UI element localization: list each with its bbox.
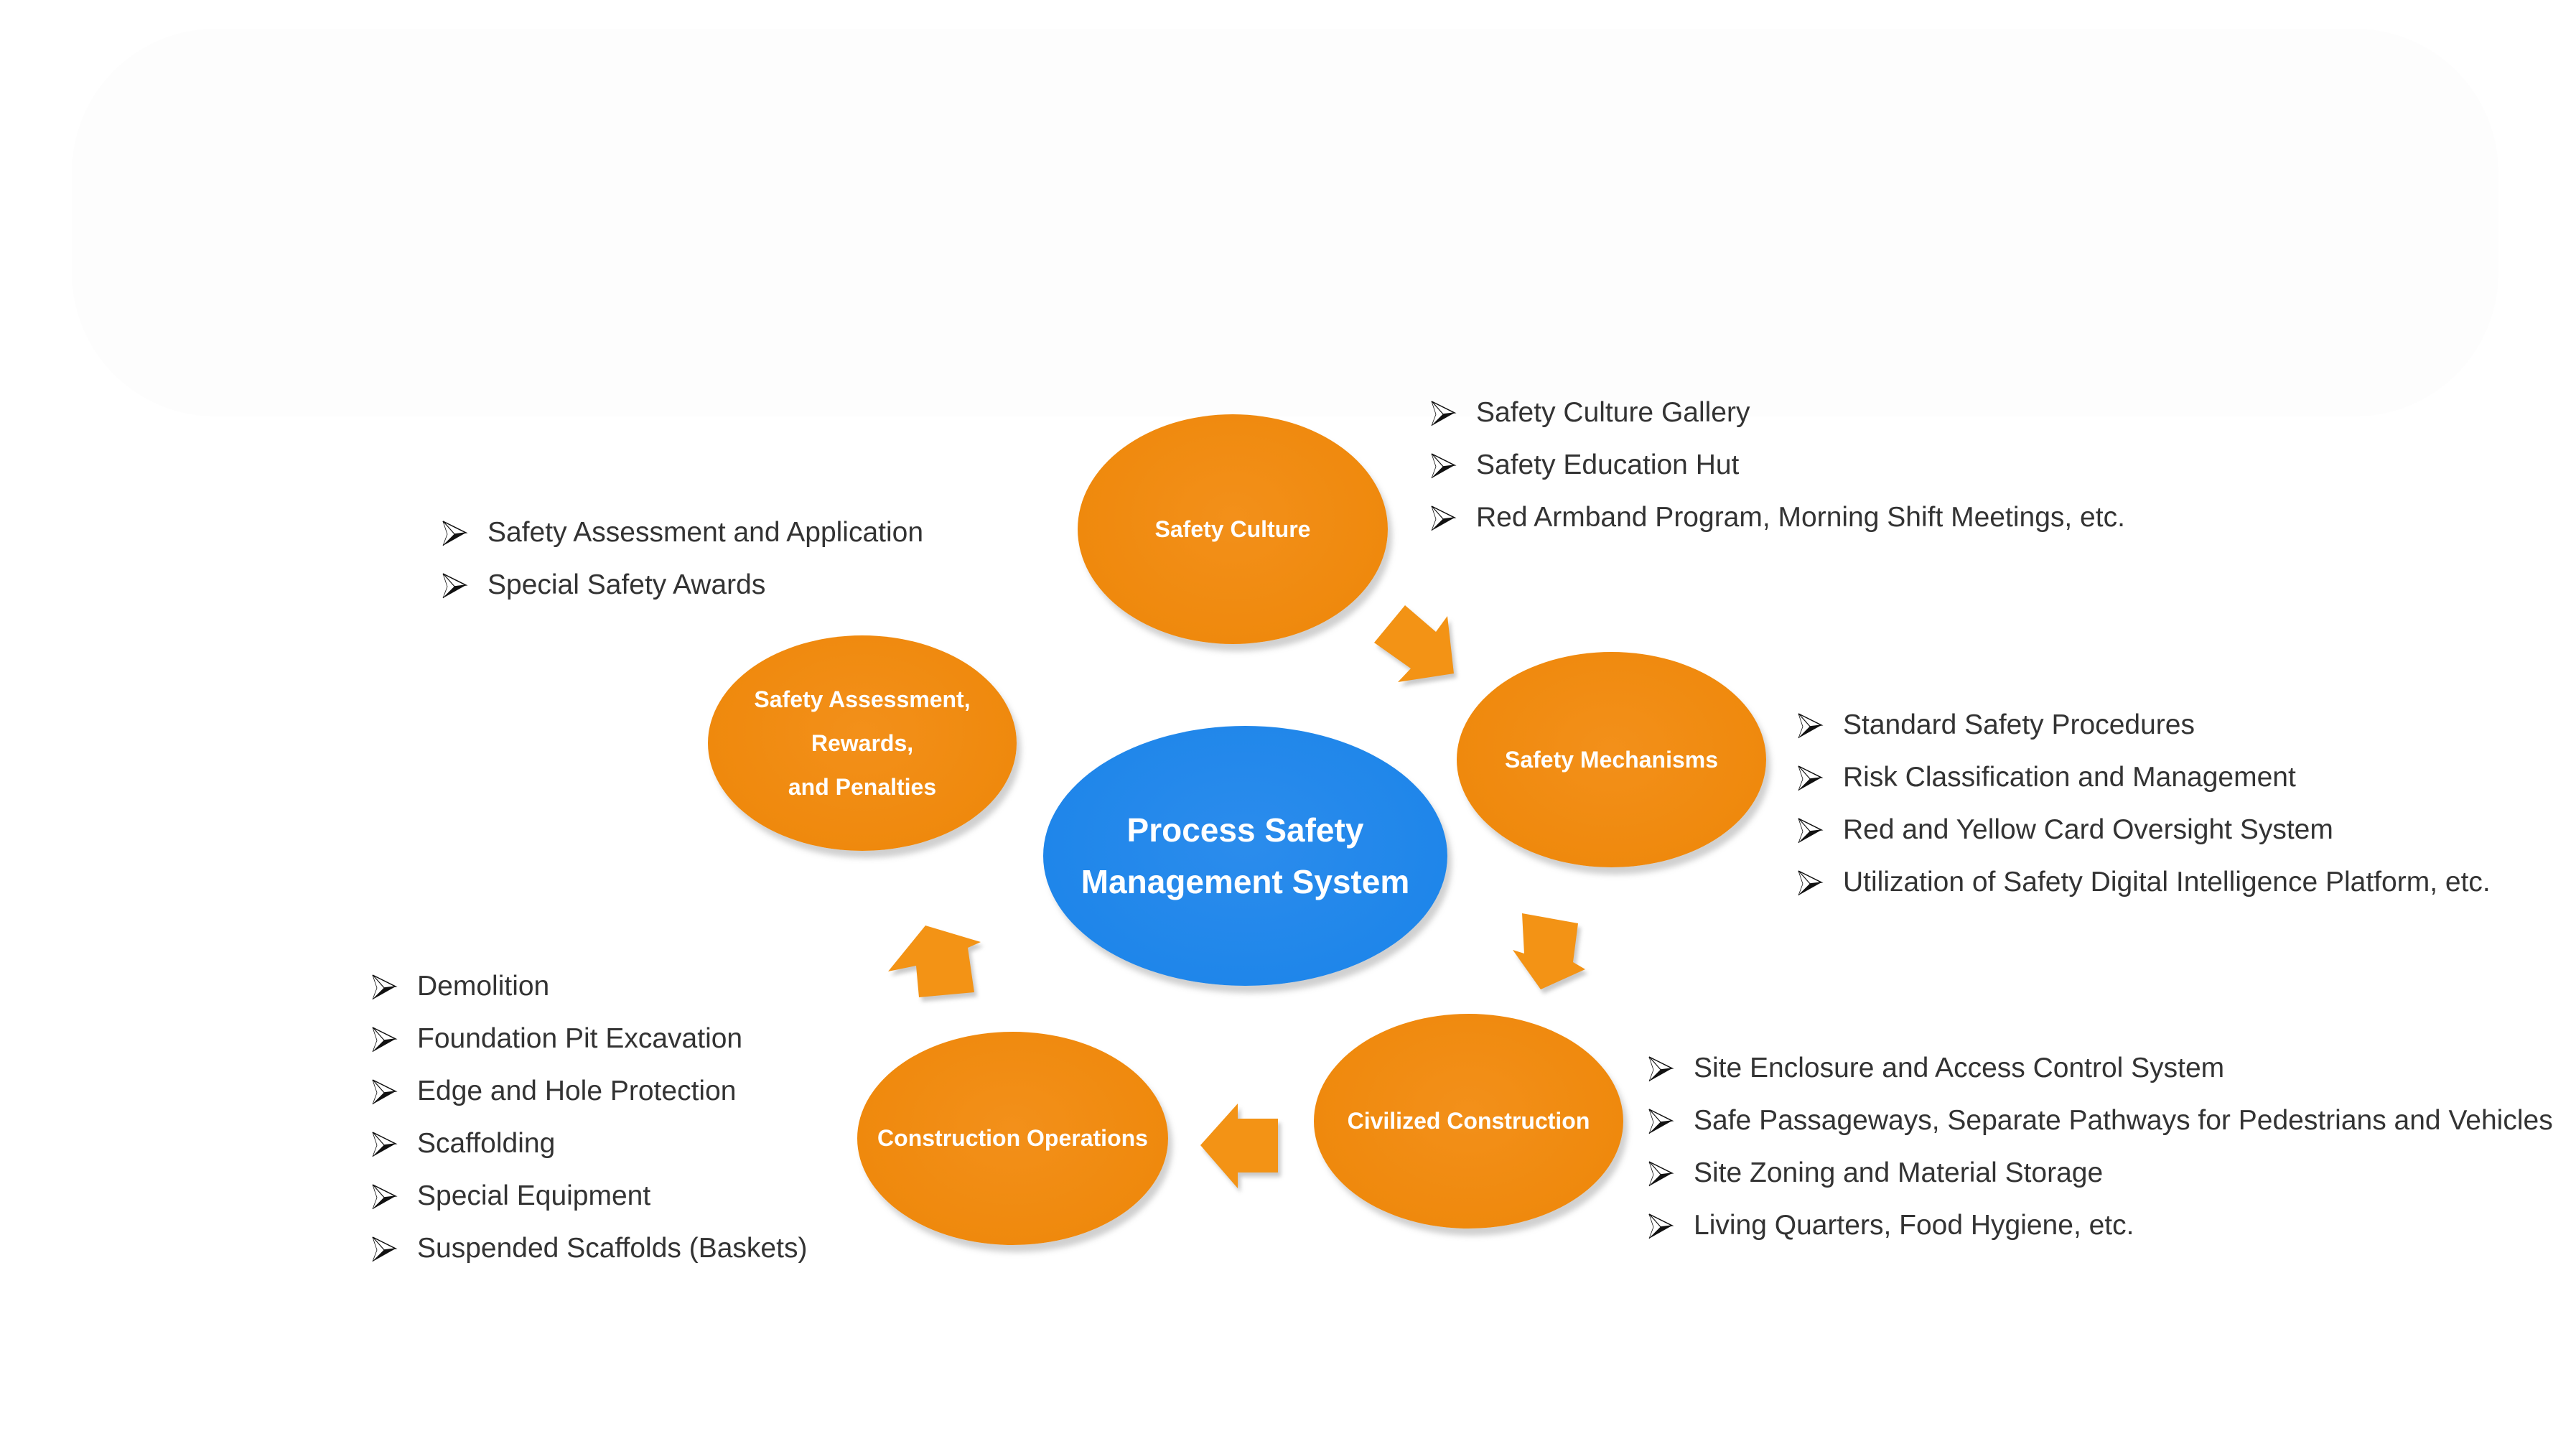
list-item: Living Quarters, Food Hygiene, etc. xyxy=(1646,1199,2553,1251)
arrowhead-bullet-icon xyxy=(370,1077,398,1106)
list-item: Foundation Pit Excavation xyxy=(370,1012,807,1065)
list-item: Standard Safety Procedures xyxy=(1796,699,2491,751)
arrowhead-bullet-icon xyxy=(370,1234,398,1263)
list-item: Suspended Scaffolds (Baskets) xyxy=(370,1222,807,1274)
arrowhead-bullet-icon xyxy=(370,1025,398,1053)
list-item-text: Standard Safety Procedures xyxy=(1843,709,2195,740)
list-item: Site Zoning and Material Storage xyxy=(1646,1147,2553,1199)
list-item-text: Suspended Scaffolds (Baskets) xyxy=(417,1232,808,1264)
arrowhead-bullet-icon xyxy=(1429,451,1457,480)
arrowhead-bullet-icon xyxy=(1646,1211,1675,1240)
list-item-text: Safe Passageways, Separate Pathways for … xyxy=(1694,1104,2553,1136)
arrowhead-bullet-icon xyxy=(1646,1106,1675,1135)
list-item-text: Special Equipment xyxy=(417,1180,651,1211)
arrowhead-bullet-icon xyxy=(1796,711,1824,740)
arrow-down-icon xyxy=(1513,913,1585,989)
list-item-text: Utilization of Safety Digital Intelligen… xyxy=(1843,866,2491,898)
list-item-text: Living Quarters, Food Hygiene, etc. xyxy=(1694,1209,2134,1241)
node-label: Safety Mechanisms xyxy=(1504,746,1718,773)
arrowhead-bullet-icon xyxy=(1796,763,1824,792)
node-construction-operations: Construction Operations xyxy=(857,1032,1168,1245)
list-item-text: Safety Assessment and Application xyxy=(487,516,924,548)
list-item-text: Site Enclosure and Access Control System xyxy=(1694,1052,2225,1083)
list-item-text: Red and Yellow Card Oversight System xyxy=(1843,813,2333,845)
node-label: Civilized Construction xyxy=(1347,1108,1590,1134)
list-item: Safe Passageways, Separate Pathways for … xyxy=(1646,1094,2553,1147)
list-item: Site Enclosure and Access Control System xyxy=(1646,1042,2553,1094)
node-label: Safety Culture xyxy=(1154,516,1311,542)
list-item-text: Demolition xyxy=(417,970,550,1002)
arrowhead-bullet-icon xyxy=(1796,868,1824,897)
arrowhead-bullet-icon xyxy=(440,571,469,600)
list-item: Scaffolding xyxy=(370,1117,807,1170)
list-item-text: Scaffolding xyxy=(417,1127,556,1159)
list-item: Safety Culture Gallery xyxy=(1429,386,2125,439)
arrowhead-bullet-icon xyxy=(370,972,398,1001)
list-item-text: Safety Culture Gallery xyxy=(1476,396,1750,428)
list-item: Red and Yellow Card Oversight System xyxy=(1796,803,2491,856)
node-label: Safety Assessment, Rewards, and Penaltie… xyxy=(754,686,971,800)
list-item-text: Site Zoning and Material Storage xyxy=(1694,1157,2104,1188)
list-item: Red Armband Program, Morning Shift Meeti… xyxy=(1429,491,2125,544)
list-item-text: Red Armband Program, Morning Shift Meeti… xyxy=(1476,501,2125,533)
arrow-down-right-icon xyxy=(1374,605,1454,682)
node-label: Construction Operations xyxy=(877,1125,1148,1151)
node-safety-assessment-rewards-penalties: Safety Assessment, Rewards, and Penaltie… xyxy=(708,635,1017,851)
list-item-text: Edge and Hole Protection xyxy=(417,1075,737,1106)
arrowhead-bullet-icon xyxy=(440,518,469,547)
list-safety-mechanisms: Standard Safety Procedures Risk Classifi… xyxy=(1796,699,2491,908)
list-item-text: Risk Classification and Management xyxy=(1843,761,2296,793)
list-item: Safety Education Hut xyxy=(1429,439,2125,491)
list-item: Risk Classification and Management xyxy=(1796,751,2491,803)
node-civilized-construction: Civilized Construction xyxy=(1314,1014,1623,1228)
list-construction-operations: Demolition Foundation Pit Excavation Edg… xyxy=(370,960,807,1274)
arrowhead-bullet-icon xyxy=(370,1182,398,1211)
list-safety-culture: Safety Culture Gallery Safety Education … xyxy=(1429,386,2125,544)
list-item-text: Foundation Pit Excavation xyxy=(417,1022,743,1054)
center-node-label: Process Safety Management System xyxy=(1081,811,1410,900)
list-item-text: Special Safety Awards xyxy=(487,569,766,600)
arrowhead-bullet-icon xyxy=(1646,1054,1675,1083)
faded-background-region xyxy=(72,29,2498,416)
arrowhead-bullet-icon xyxy=(1796,816,1824,844)
node-safety-mechanisms: Safety Mechanisms xyxy=(1457,652,1766,867)
list-item: Edge and Hole Protection xyxy=(370,1065,807,1117)
list-item: Special Safety Awards xyxy=(440,559,923,611)
list-civilized-construction: Site Enclosure and Access Control System… xyxy=(1646,1042,2553,1251)
list-item: Utilization of Safety Digital Intelligen… xyxy=(1796,856,2491,908)
list-item: Special Equipment xyxy=(370,1170,807,1222)
arrowhead-bullet-icon xyxy=(1429,398,1457,427)
list-safety-assessment: Safety Assessment and Application Specia… xyxy=(440,506,923,611)
arrow-left-icon xyxy=(1200,1104,1278,1188)
arrow-up-icon xyxy=(888,926,981,997)
arrowhead-bullet-icon xyxy=(370,1129,398,1158)
center-node-process-safety-management-system: Process Safety Management System xyxy=(1043,726,1447,986)
node-safety-culture: Safety Culture xyxy=(1078,414,1388,644)
list-item-text: Safety Education Hut xyxy=(1476,449,1740,480)
arrowhead-bullet-icon xyxy=(1429,503,1457,532)
list-item: Demolition xyxy=(370,960,807,1012)
arrowhead-bullet-icon xyxy=(1646,1159,1675,1188)
list-item: Safety Assessment and Application xyxy=(440,506,923,559)
